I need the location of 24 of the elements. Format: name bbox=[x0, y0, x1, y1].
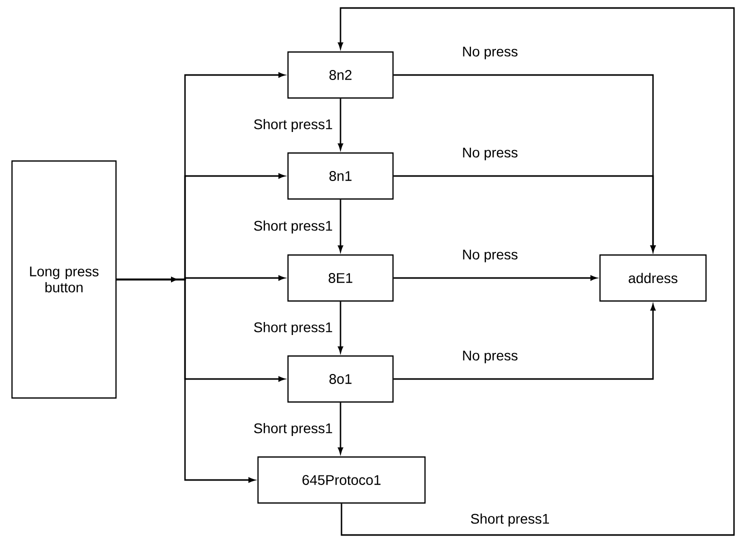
process-box: address bbox=[599, 254, 707, 302]
process-box: 8n1 bbox=[287, 152, 394, 200]
edge-label: Short press1 bbox=[252, 118, 334, 134]
edge-label: Short press1 bbox=[252, 219, 334, 235]
edge-label: Short press1 bbox=[252, 422, 334, 438]
process-box: 8n2 bbox=[287, 51, 394, 99]
arrow bbox=[338, 7, 735, 536]
arrow bbox=[338, 98, 344, 150]
arrow bbox=[338, 200, 344, 252]
arrow bbox=[394, 304, 656, 380]
arrow bbox=[394, 275, 597, 281]
edge-label: Short press1 bbox=[469, 512, 551, 528]
process-box: 645Protoco1 bbox=[257, 456, 426, 504]
process-box: 8o1 bbox=[287, 355, 394, 403]
arrow bbox=[338, 402, 344, 454]
edge-label: Short press1 bbox=[252, 320, 334, 336]
process-box: Long press button bbox=[11, 160, 117, 399]
edge-label: No press bbox=[461, 248, 520, 264]
edge-label: No press bbox=[461, 146, 520, 162]
edge-label: No press bbox=[461, 350, 520, 364]
process-box: 8E1 bbox=[287, 254, 394, 302]
edge-label: No press bbox=[461, 46, 520, 60]
arrow bbox=[394, 175, 656, 252]
arrow bbox=[338, 302, 344, 353]
